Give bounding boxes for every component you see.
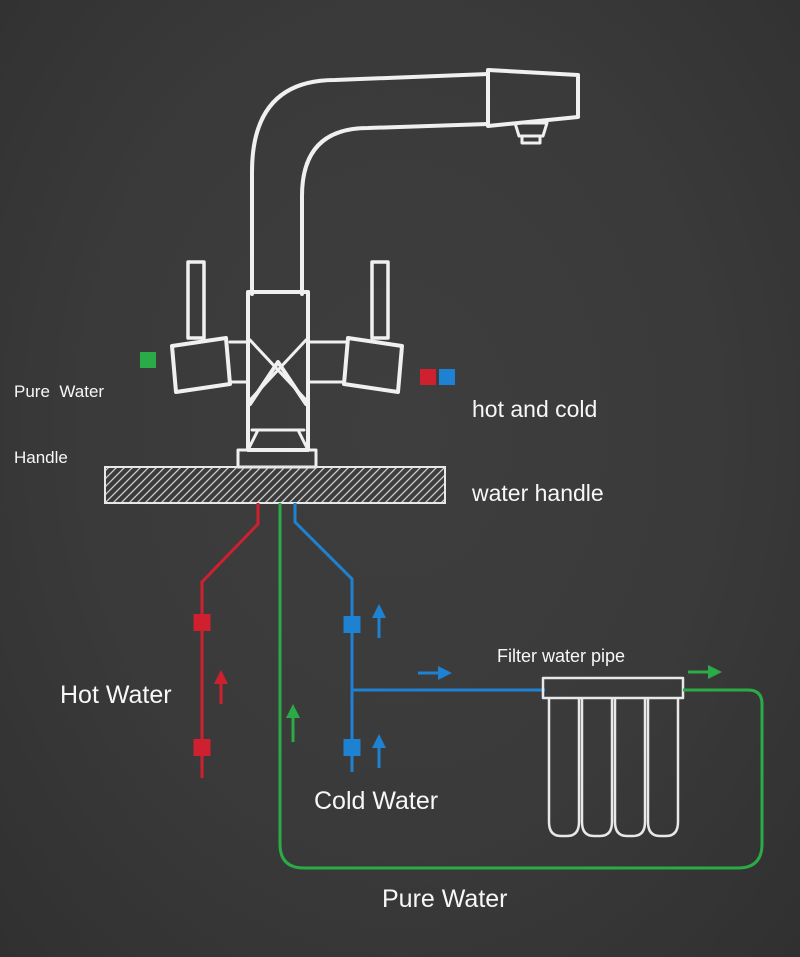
hot-pipe-valve-lower [193,739,211,756]
hot-cold-handle-label-line1: hot and cold [472,396,598,422]
hot-flow-arrow-up [214,670,228,704]
cold-water-pipe [293,503,545,772]
pure-water-pipe [278,503,764,870]
base-plate [236,448,318,469]
left-handle [170,336,232,394]
body-chevron [248,360,308,406]
base-cone [246,428,310,452]
pure-flow-arrow-right [688,665,722,679]
filter-water-pipe-label: Filter water pipe [497,646,626,666]
hot-cold-handle-label: hot and cold water handle [472,339,604,563]
cold-flow-arrow-up-2 [372,734,386,768]
spout-head [486,68,580,128]
pure-water-handle-swatch [140,352,156,368]
filter-cartridge-4 [646,698,680,838]
filter-cartridge-1 [547,698,581,838]
right-handle-lever [370,260,390,340]
faucet-outline [170,68,580,469]
filter-manifold [541,676,685,700]
filter-unit [541,676,685,838]
pure-water-handle-label-line2: Handle [14,448,68,467]
spout-inner-edge [300,122,490,296]
cold-handle-swatch [439,369,455,385]
pure-flow-arrow-up [286,704,300,742]
right-handle [342,336,404,394]
pure-water-handle-label-line1: Pure Water [14,382,105,401]
pure-water-label: Pure Water [382,885,508,913]
cold-pipe-valve-upper [343,616,361,633]
aerator [513,121,549,138]
countertop [104,466,446,504]
cold-water-label: Cold Water [314,787,439,815]
filter-cartridge-2 [580,698,614,838]
hot-handle-swatch [420,369,436,385]
spout-outer-edge [250,72,490,296]
pure-water-handle-label: Pure Water Handle [14,337,104,513]
handle-connectors [228,340,348,384]
hot-pipe-valve-upper [193,614,211,631]
filter-cartridge-3 [613,698,647,838]
hot-water-label: Hot Water [60,681,172,709]
cold-flow-arrow-right [418,666,452,680]
aerator-tip [520,134,542,145]
left-handle-lever [186,260,206,340]
cold-flow-arrow-up-1 [372,604,386,638]
hot-water-pipe [193,503,260,778]
cold-pipe-valve-lower [343,739,361,756]
hot-cold-handle-label-line2: water handle [472,480,604,506]
